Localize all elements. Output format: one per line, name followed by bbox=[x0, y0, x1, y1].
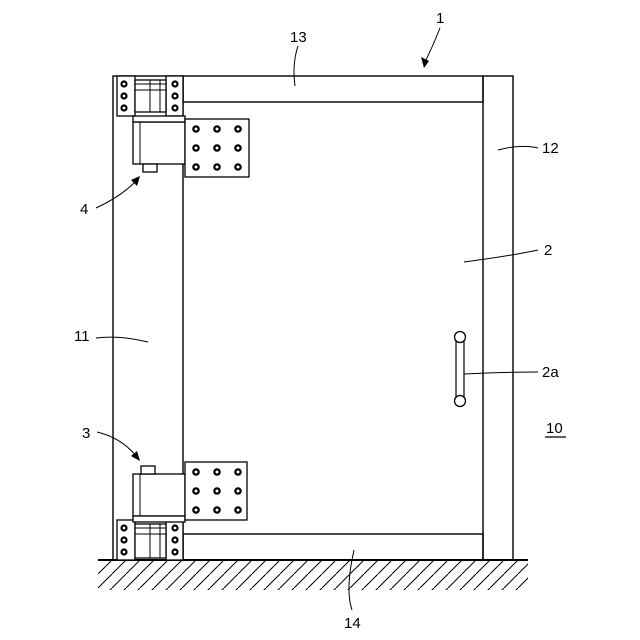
bolt bbox=[213, 468, 221, 476]
bolt bbox=[171, 80, 178, 87]
bolt bbox=[213, 487, 221, 495]
label-14: 14 bbox=[344, 615, 361, 632]
bolt bbox=[192, 506, 200, 514]
label-2a: 2a bbox=[542, 364, 559, 381]
bolt bbox=[171, 104, 178, 111]
bolt bbox=[234, 487, 242, 495]
ground bbox=[98, 560, 528, 590]
bolt bbox=[192, 125, 200, 133]
bolt bbox=[120, 536, 127, 543]
label-3: 3 bbox=[82, 425, 90, 442]
bolt bbox=[192, 144, 200, 152]
bolt bbox=[213, 125, 221, 133]
bolt bbox=[192, 163, 200, 171]
label-4: 4 bbox=[80, 201, 88, 218]
bolt bbox=[213, 506, 221, 514]
bolt bbox=[192, 468, 200, 476]
bolt bbox=[234, 506, 242, 514]
bolt bbox=[120, 524, 127, 531]
bottom-rail bbox=[183, 534, 483, 560]
bolt bbox=[234, 163, 242, 171]
bolt bbox=[120, 548, 127, 555]
top-rail bbox=[183, 76, 483, 102]
lower-hinge bbox=[117, 462, 247, 560]
bolt bbox=[171, 524, 178, 531]
bolt bbox=[234, 468, 242, 476]
bolt bbox=[171, 92, 178, 99]
bolt bbox=[171, 536, 178, 543]
right-post bbox=[483, 76, 513, 560]
bolt bbox=[120, 80, 127, 87]
bolt bbox=[234, 144, 242, 152]
label-12: 12 bbox=[542, 140, 559, 157]
bolt bbox=[192, 487, 200, 495]
bolt bbox=[120, 92, 127, 99]
label-11: 11 bbox=[74, 328, 90, 345]
upper-hinge bbox=[117, 76, 249, 177]
bolt bbox=[234, 125, 242, 133]
label-1: 1 bbox=[436, 10, 444, 27]
label-10: 10 bbox=[546, 420, 563, 437]
bolt bbox=[171, 548, 178, 555]
label-13: 13 bbox=[290, 29, 307, 46]
bolt bbox=[213, 144, 221, 152]
label-2: 2 bbox=[544, 242, 552, 259]
bolt bbox=[213, 163, 221, 171]
bolt bbox=[120, 104, 127, 111]
door-handle bbox=[455, 332, 466, 407]
